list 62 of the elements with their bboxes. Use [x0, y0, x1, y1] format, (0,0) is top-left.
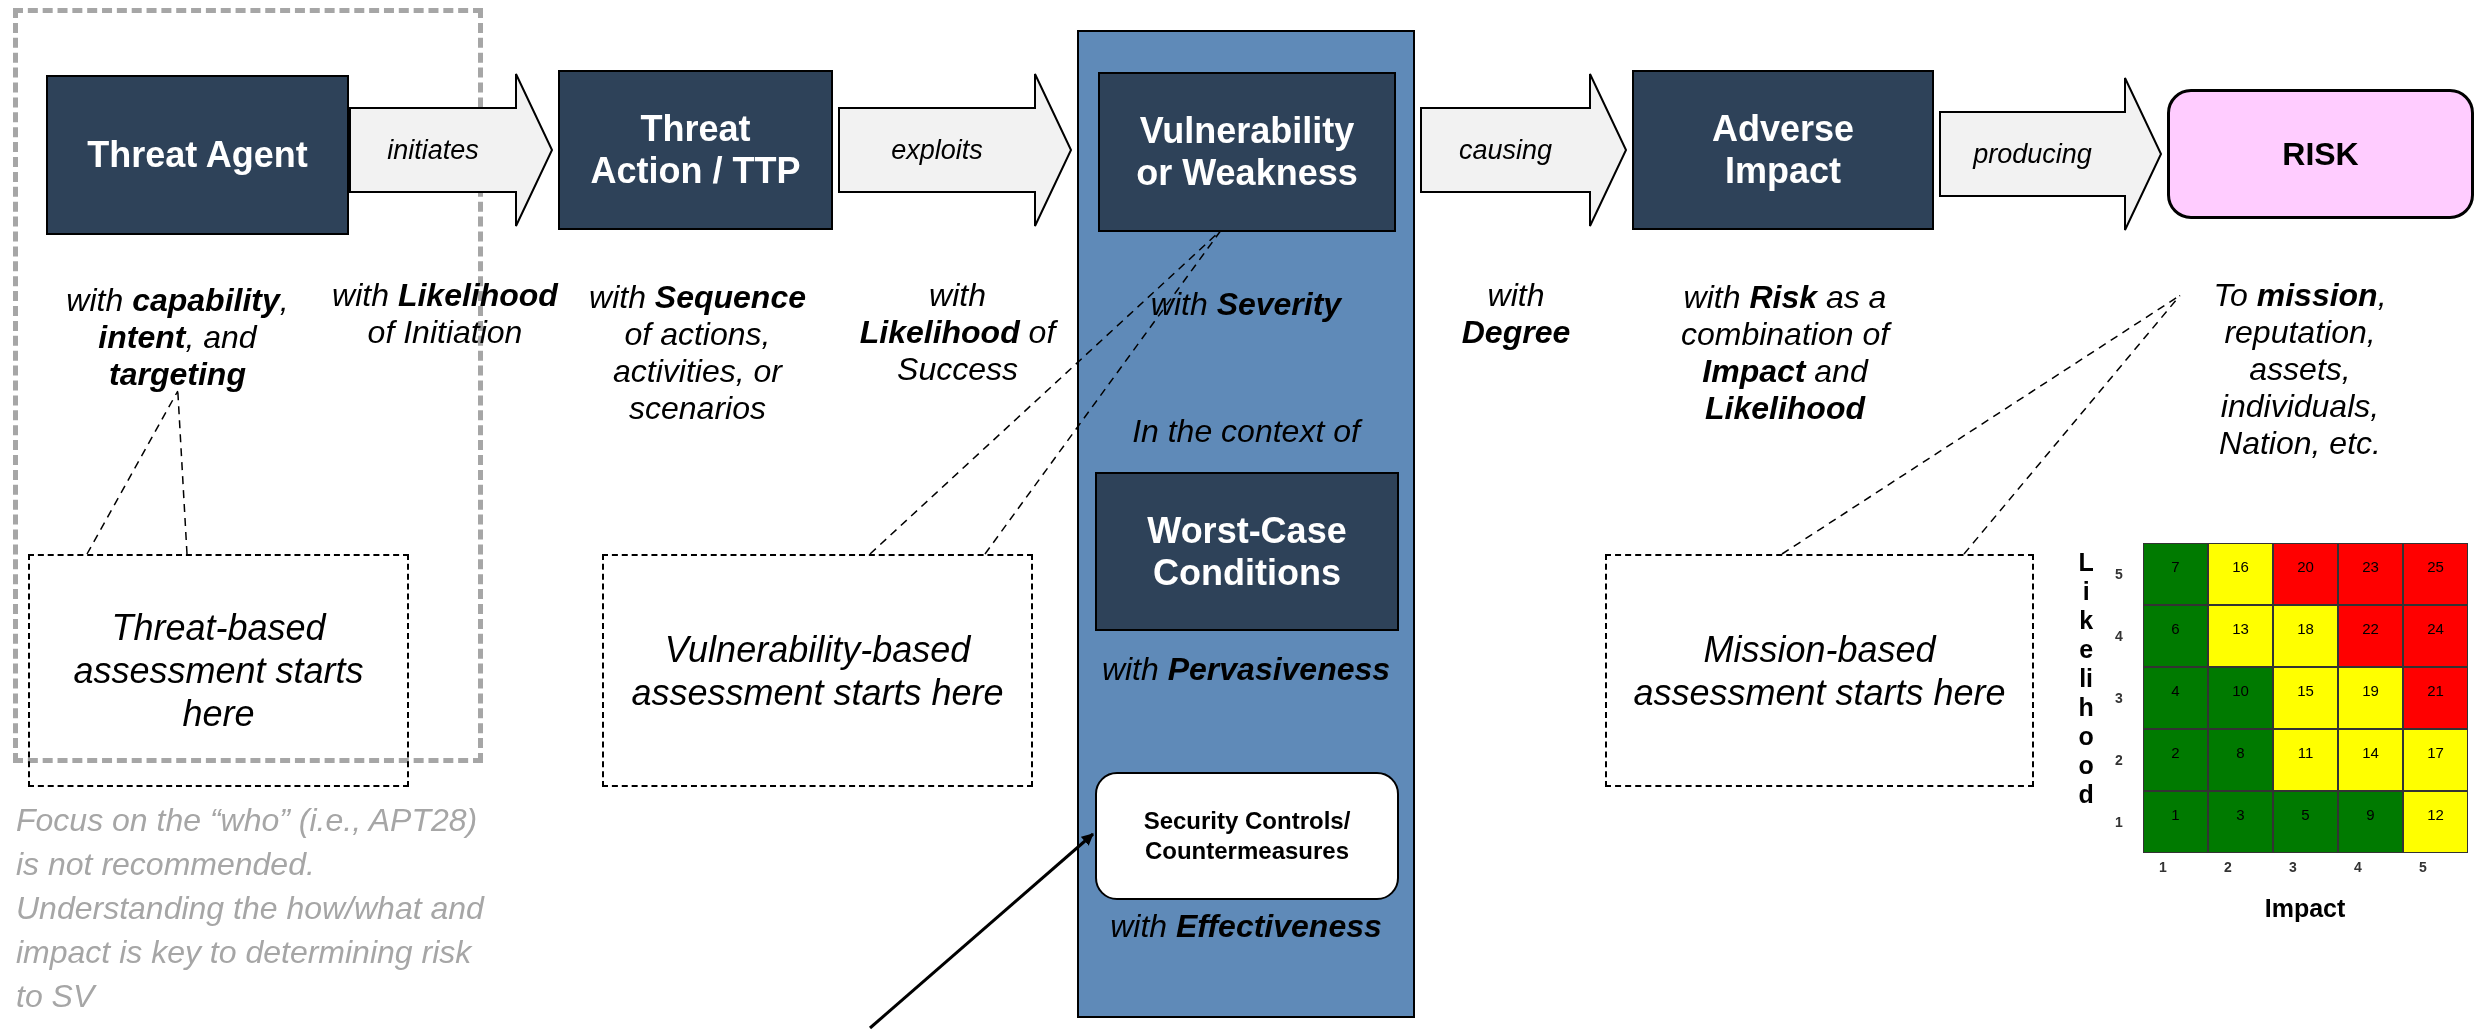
matrix-cell: 4 [2143, 667, 2208, 729]
process-box: Worst-Case Conditions [1095, 472, 1399, 631]
matrix-cell: 1 [2143, 791, 2208, 853]
band-text: In the context of [1079, 412, 1413, 450]
annotation-text: with Degree [1460, 277, 1572, 351]
axis-title: Impact [2263, 893, 2347, 924]
arrow [869, 832, 1094, 1030]
axis-tick-label: 2 [2114, 751, 2124, 770]
band-text: with Severity [1149, 285, 1343, 323]
matrix-cell: 15 [2273, 667, 2338, 729]
axis-tick-label: 3 [2114, 689, 2124, 708]
matrix-cell: 20 [2273, 543, 2338, 605]
callout-box: Vulnerability-based assessment starts here [602, 554, 1033, 787]
matrix-cell: 7 [2143, 543, 2208, 605]
matrix-cell: 2 [2143, 729, 2208, 791]
annotation-text: with capability, intent, and targeting [45, 282, 310, 396]
matrix-cell: 19 [2338, 667, 2403, 729]
axis-tick-label: 5 [2114, 565, 2124, 584]
matrix-cell: 10 [2208, 667, 2273, 729]
matrix-cell: 3 [2208, 791, 2273, 853]
axis-tick-label: 4 [2114, 627, 2124, 646]
matrix-cell: 25 [2403, 543, 2468, 605]
process-box: Threat Agent [46, 75, 349, 235]
matrix-cell: 16 [2208, 543, 2273, 605]
matrix-cell: 24 [2403, 605, 2468, 667]
risk-box: RISK [2167, 89, 2474, 219]
matrix-cell: 14 [2338, 729, 2403, 791]
axis-tick-label: 1 [2114, 813, 2124, 832]
process-box: Security Controls/ Countermeasures [1095, 772, 1399, 900]
matrix-cell: 5 [2273, 791, 2338, 853]
matrix-cell: 22 [2338, 605, 2403, 667]
band-text: with Effectiveness [1109, 907, 1383, 945]
axis-tick-label: 1 [2158, 858, 2168, 877]
axis-tick-label: 4 [2353, 858, 2363, 877]
matrix-cell: 9 [2338, 791, 2403, 853]
axis-title: Likelihood [2078, 548, 2095, 809]
matrix-cell: 21 [2403, 667, 2468, 729]
callout-box: Threat-based assessment starts here [28, 554, 409, 787]
note-text: Focus on the “who” (i.e., APT28) is not recommended. Understanding the how/what and impact is key to determining risk to SV [16, 801, 486, 1016]
band-text: with Pervasiveness [1100, 650, 1392, 688]
annotation-text: with Likelihood of Initiation [331, 277, 560, 351]
annotation-text: with Risk as a combination of Impact and Likelihood [1679, 279, 1893, 427]
matrix-cell: 12 [2403, 791, 2468, 853]
context-band [1077, 30, 1415, 1018]
annotation-text: with Sequence of actions, activities, or scenarios [588, 279, 807, 427]
leader-line [1781, 294, 2181, 555]
matrix-cell: 11 [2273, 729, 2338, 791]
matrix-cell: 6 [2143, 605, 2208, 667]
matrix-cell: 18 [2273, 605, 2338, 667]
process-box: Vulnerability or Weakness [1098, 72, 1396, 232]
matrix-cell: 8 [2208, 729, 2273, 791]
matrix-cell: 13 [2208, 605, 2273, 667]
axis-tick-label: 5 [2418, 858, 2428, 877]
axis-tick-label: 3 [2288, 858, 2298, 877]
annotation-text: To mission, reputation, assets, individuals, Nation, etc. [2180, 277, 2420, 507]
leader-line [869, 229, 1222, 555]
matrix-cell: 23 [2338, 543, 2403, 605]
axis-tick-label: 2 [2223, 858, 2233, 877]
leader-line [86, 390, 188, 555]
matrix-cell: 17 [2403, 729, 2468, 791]
callout-box: Mission-based assessment starts here [1605, 554, 2034, 787]
annotation-text: with Likelihood of Success [858, 277, 1059, 388]
